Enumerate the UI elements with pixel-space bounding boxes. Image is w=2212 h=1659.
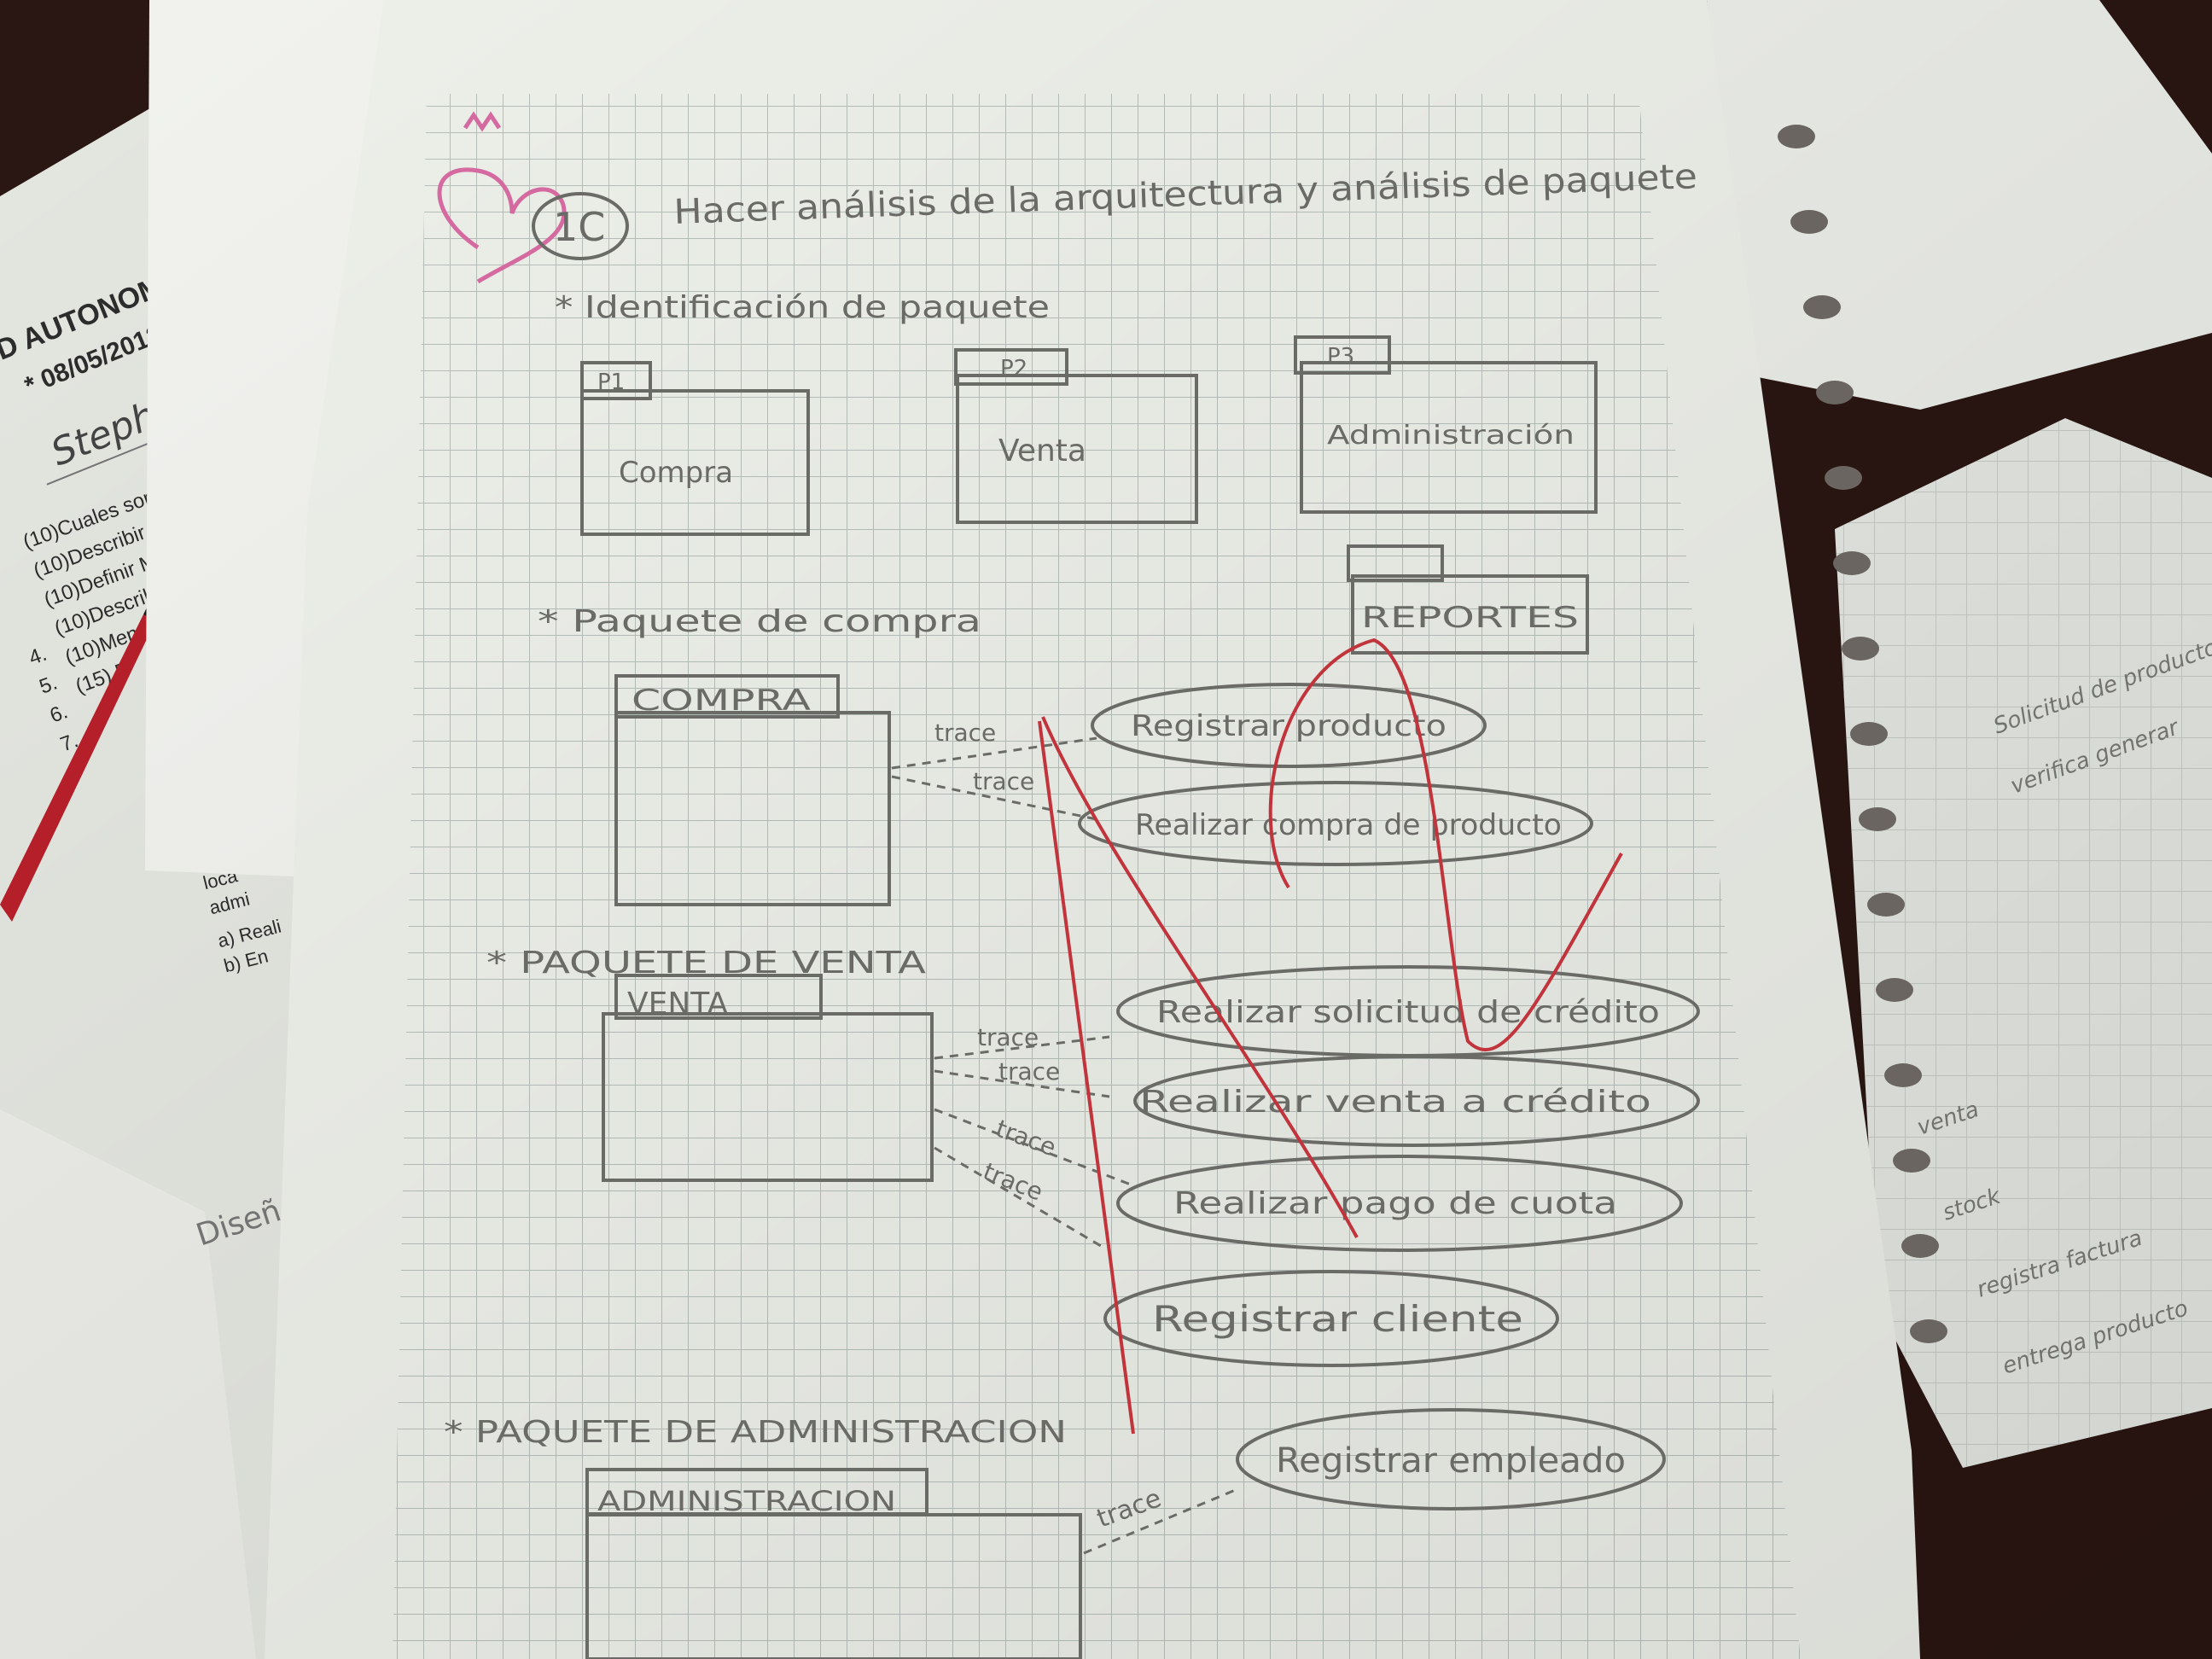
perforation-holes	[1778, 125, 1947, 1343]
pink-heart-doodle	[437, 111, 567, 284]
administracion-package-label: ADMINISTRACION	[597, 1485, 896, 1517]
red-check-loop	[1268, 637, 1623, 1052]
section-administracion: * PAQUETE DE ADMINISTRACION	[444, 1415, 1067, 1450]
compra-package-label: COMPRA	[632, 684, 811, 718]
admin-trace-arrow	[1083, 1487, 1238, 1555]
package-p3-tab: P3	[1327, 344, 1354, 370]
section-compra: * Paquete de compra	[538, 604, 981, 639]
reportes-package	[1347, 544, 1589, 655]
reportes-label: REPORTES	[1361, 601, 1579, 635]
item-number: 1C	[553, 204, 605, 250]
admin-use-case-oval	[1236, 1408, 1666, 1511]
use-case-realizar-compra: Realizar compra de producto	[1135, 808, 1562, 842]
venta-trace-label-1: trace	[977, 1023, 1039, 1051]
item-number-circle	[532, 192, 629, 260]
compra-trace-label-2: trace	[973, 767, 1034, 795]
package-p1-tab: P1	[597, 370, 625, 395]
venta-package-label: VENTA	[627, 987, 728, 1022]
section-identificacion: * Identificación de paquete	[555, 290, 1050, 325]
venta-use-case-ovals	[1103, 965, 1700, 1367]
package-p3	[1294, 335, 1598, 514]
venta-package	[602, 974, 934, 1182]
package-p3-name: Administración	[1327, 421, 1575, 451]
administracion-package	[585, 1468, 1082, 1659]
package-p2-tab: P2	[1000, 356, 1027, 381]
package-p2-name: Venta	[998, 434, 1086, 469]
use-case-registrar-empleado: Registrar empleado	[1276, 1441, 1626, 1481]
package-p2	[954, 348, 1198, 524]
handwritten-notes: 1C Hacer análisis de la arquitectura y a…	[444, 157, 1700, 1659]
venta-trace-arrows	[934, 1035, 1136, 1248]
package-p1-name: Compra	[619, 456, 733, 490]
use-case-solicitud-credito: Realizar solicitud de crédito	[1156, 995, 1660, 1030]
use-case-venta-credito: Realizar venta a crédito	[1139, 1085, 1651, 1120]
compra-trace-arrows	[891, 736, 1097, 821]
venta-trace-label-2: trace	[998, 1057, 1060, 1086]
red-diagonal-strike	[1041, 716, 1359, 1238]
compra-trace-label-1: trace	[934, 719, 996, 747]
use-case-pago-cuota: Realizar pago de cuota	[1173, 1186, 1617, 1221]
use-case-registrar-cliente: Registrar cliente	[1152, 1298, 1523, 1340]
red-vertical-strike	[1038, 720, 1135, 1435]
compra-package	[614, 674, 891, 906]
package-p1	[580, 361, 810, 536]
red-pen-marks	[1038, 637, 1623, 1435]
compra-use-case-ovals	[1078, 683, 1593, 866]
